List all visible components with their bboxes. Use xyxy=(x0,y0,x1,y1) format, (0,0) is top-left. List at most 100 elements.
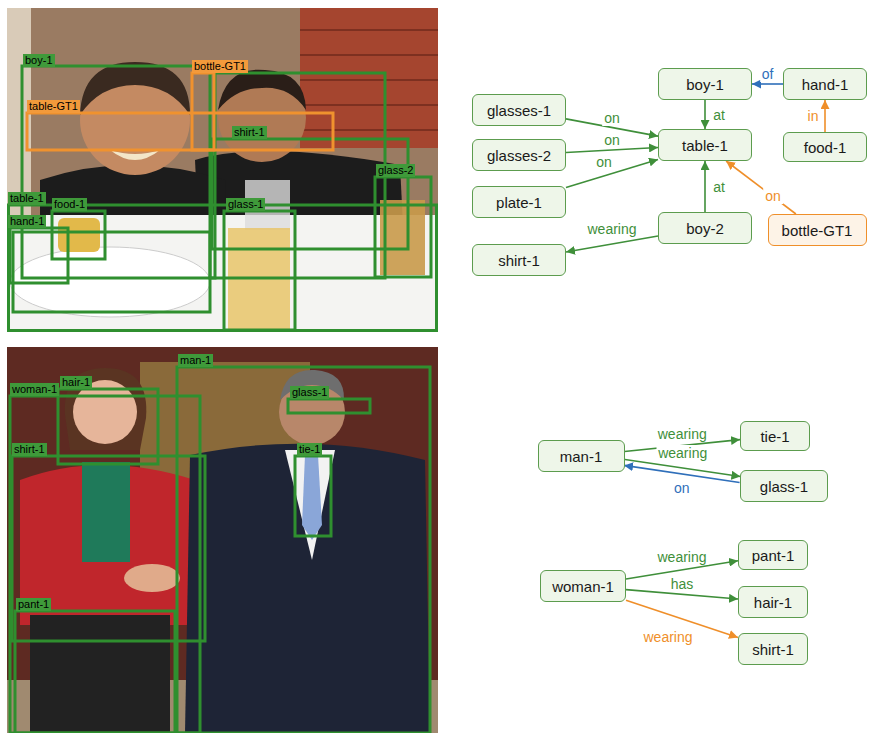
box-label: table-1 xyxy=(8,192,46,205)
graph-node: pant-1 xyxy=(738,540,808,570)
graph-node: glasses-1 xyxy=(472,94,566,126)
relation-label: on xyxy=(763,188,783,204)
graph-node: tie-1 xyxy=(740,421,810,451)
graph-node: bottle-GT1 xyxy=(768,214,867,246)
box-label: glass-1 xyxy=(226,198,265,211)
box-label: hand-1 xyxy=(8,215,46,228)
box-label: glass-1 xyxy=(290,386,329,399)
node-label: food-1 xyxy=(804,139,847,156)
bottom-photo xyxy=(7,347,438,733)
node-label: shirt-1 xyxy=(752,641,794,658)
node-label: boy-2 xyxy=(686,220,724,237)
boy-hair xyxy=(218,70,306,110)
handshake xyxy=(124,564,180,592)
brick-wall xyxy=(300,8,438,148)
box-label: bottle-GT1 xyxy=(192,60,248,73)
graph-node: boy-1 xyxy=(658,68,752,100)
bounding-box xyxy=(10,396,200,733)
box-label: glass-2 xyxy=(376,164,415,177)
box-label: pant-1 xyxy=(16,598,51,611)
woman-top xyxy=(82,462,130,562)
graph-node: glasses-2 xyxy=(472,139,566,171)
node-label: glass-1 xyxy=(760,478,808,495)
relation-arrow xyxy=(704,161,706,212)
bounding-box xyxy=(13,232,210,312)
node-label: bottle-GT1 xyxy=(782,222,853,239)
bounding-box xyxy=(210,73,385,278)
bounding-box xyxy=(288,399,370,413)
node-label: shirt-1 xyxy=(498,252,540,269)
box-label: food-1 xyxy=(52,198,87,211)
bounding-box xyxy=(9,205,437,331)
graph-node: table-1 xyxy=(658,129,752,161)
relation-label: wearing xyxy=(656,445,709,461)
relation-label: has xyxy=(669,576,696,592)
man-suit xyxy=(185,444,430,733)
node-label: glasses-2 xyxy=(487,147,551,164)
wall xyxy=(7,8,438,332)
relation-arrow xyxy=(726,161,796,214)
node-label: man-1 xyxy=(560,448,603,465)
bounding-box xyxy=(52,211,105,259)
bounding-box xyxy=(295,456,331,536)
node-label: woman-1 xyxy=(552,578,614,595)
graph-node: plate-1 xyxy=(472,186,566,218)
box-label: tie-1 xyxy=(297,443,322,456)
bounding-boxes xyxy=(10,367,430,733)
node-label: plate-1 xyxy=(496,194,542,211)
man-shirt xyxy=(285,450,335,560)
wall xyxy=(7,347,438,733)
node-label: glasses-1 xyxy=(487,102,551,119)
bounding-box xyxy=(177,367,430,733)
bounding-box xyxy=(22,66,215,278)
relation-label: at xyxy=(711,107,727,123)
bounding-box xyxy=(375,177,431,277)
box-label: shirt-1 xyxy=(232,126,267,139)
relation-label: wearing xyxy=(656,426,709,442)
box-label: table-GT1 xyxy=(27,100,80,113)
graph-node: man-1 xyxy=(538,440,625,472)
relation-label: on xyxy=(602,110,622,126)
node-label: boy-1 xyxy=(686,76,724,93)
relation-label: wearing xyxy=(585,221,638,237)
relation-label: on xyxy=(594,154,614,170)
box-label: boy-1 xyxy=(23,54,55,67)
relation-arrow xyxy=(704,100,706,129)
woman-pants xyxy=(30,615,170,733)
box-label: hair-1 xyxy=(60,376,92,389)
brick-lines xyxy=(300,30,438,130)
graph-node: hand-1 xyxy=(783,68,867,100)
relation-label: wearing xyxy=(655,549,708,565)
node-label: tie-1 xyxy=(760,428,789,445)
relation-label: of xyxy=(760,66,776,82)
bounding-box xyxy=(15,611,175,733)
relation-label: in xyxy=(806,108,821,124)
box-label: woman-1 xyxy=(10,383,59,396)
food xyxy=(58,218,100,252)
man-hair xyxy=(280,370,344,400)
relation-arrow xyxy=(824,100,826,132)
relation-label: on xyxy=(602,132,622,148)
box-label: shirt-1 xyxy=(12,443,47,456)
top-photo xyxy=(7,8,438,332)
bounding-box xyxy=(27,113,333,150)
graph-node: woman-1 xyxy=(540,570,626,602)
glass xyxy=(380,200,425,275)
node-label: pant-1 xyxy=(752,547,795,564)
bounding-box xyxy=(224,211,295,330)
bounding-box xyxy=(212,139,408,249)
box-label: man-1 xyxy=(178,354,213,367)
graph-node: hair-1 xyxy=(738,586,808,618)
bounding-box xyxy=(10,228,68,283)
node-label: hair-1 xyxy=(754,594,792,611)
relation-arrow xyxy=(566,148,658,153)
graph-node: glass-1 xyxy=(740,470,828,502)
node-label: table-1 xyxy=(682,137,728,154)
relation-arrow xyxy=(752,83,783,85)
relation-arrow xyxy=(566,236,658,252)
relation-label: wearing xyxy=(641,629,694,645)
boy-hair xyxy=(80,62,190,115)
relation-label: at xyxy=(711,179,727,195)
